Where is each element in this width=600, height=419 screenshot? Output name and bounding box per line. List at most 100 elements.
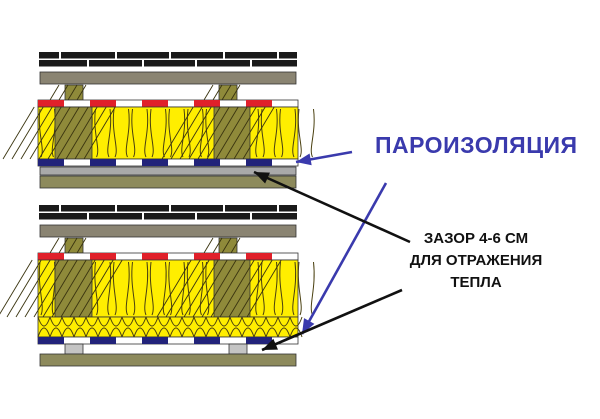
counter-batten-body [65,85,83,100]
insulation-fiber [297,108,315,158]
wood-grain [84,107,115,159]
insulation-fiber [145,316,159,338]
brick [197,60,250,67]
insulation-fiber [277,316,291,338]
wood-grain [88,260,122,317]
wood-grain [48,107,79,159]
insulation-fiber [260,108,278,158]
wood-grain [39,107,70,159]
wood-grain [7,260,41,317]
insulation-fiber [149,261,167,316]
insulation-fiber [193,316,207,338]
vapor-barrier-arrow-bottom [300,182,388,335]
wind-membrane-segment [194,253,220,260]
gap-label-line2: ДЛЯ ОТРАЖЕНИЯ [409,252,543,269]
gap-arrow-top-line [253,170,411,244]
wood-grain [57,107,88,159]
gap-label-line3: ТЕПЛА [450,274,502,291]
wood-grain [50,238,59,253]
insulation-fiber [279,261,297,316]
wind-membrane [37,252,299,261]
vapor-barrier-arrow-top [295,150,353,166]
insulation-fiber [131,108,149,158]
wood-grain [34,260,68,317]
arrowhead-icon [262,338,278,350]
wood-grain [61,260,95,317]
rafter [157,260,281,317]
vapor-barrier-film-segment [38,159,64,166]
wood-grain [68,85,77,100]
ceiling-board [39,353,297,367]
brick [39,52,59,59]
brick [252,213,297,220]
insulation-fiber [186,261,204,316]
brick [171,205,223,212]
insulation-fiber [131,261,149,316]
wood-grain [171,107,202,159]
wind-membrane-segment [142,100,168,107]
counter-batten [204,85,240,100]
brick [39,60,87,67]
wood-grain [222,85,231,100]
vapor-barrier-film-segment [194,337,220,344]
insulation-fiber [112,261,130,316]
rafter-body [55,107,92,159]
wood-grain [229,260,263,317]
roof-board [39,71,297,85]
wood-grain [193,260,227,317]
insulation-fiber [260,261,278,316]
wood-grain [247,260,281,317]
insulation-fiber [205,316,219,338]
wood-grain [162,107,193,159]
insulation-fiber [121,316,135,338]
vapor-barrier-film-segment [90,337,116,344]
wood-grain [21,107,52,159]
brick [144,213,195,220]
gap-arrow-bottom [261,288,403,352]
insulation-fiber [297,261,315,316]
wood-grain [204,238,213,253]
counter-batten [50,85,86,100]
wood-grain [75,107,106,159]
brick [225,52,277,59]
wood-grain [30,107,61,159]
insulation-second-layer [37,316,303,338]
counter-batten-body [219,238,237,253]
wind-membrane-segment [38,100,64,107]
wood-grain [79,260,113,317]
ceiling-board [39,175,297,189]
counter-batten-body [65,238,83,253]
counter-batten-body [219,85,237,100]
brick [117,52,169,59]
vapor-barrier-film-segment [194,159,220,166]
wood-grain [3,107,34,159]
wind-membrane-segment [142,253,168,260]
brick [117,205,169,212]
insulation-fiber [133,316,147,338]
insulation-fiber [73,316,87,338]
arrowhead-icon [302,318,315,334]
wood-grain [202,260,236,317]
vapor-barrier-film [37,336,299,345]
counter-batten [204,238,240,253]
brick [279,52,297,59]
wood-grain [25,260,59,317]
brick [89,60,142,67]
brick [39,213,87,220]
wood-grain [166,260,200,317]
insulation-fiber [49,316,63,338]
vapor-barrier-film-segment [246,337,272,344]
insulation-fiber [253,316,267,338]
wood-grain [77,85,86,100]
wood-grain [220,260,254,317]
rafter [162,107,274,159]
brick [225,205,277,212]
roof-board [39,224,297,238]
insulation-fiber [61,316,75,338]
wood-grain [43,260,77,317]
rafter-body [214,107,250,159]
wood-grain [213,85,222,100]
wood-grain [213,238,222,253]
